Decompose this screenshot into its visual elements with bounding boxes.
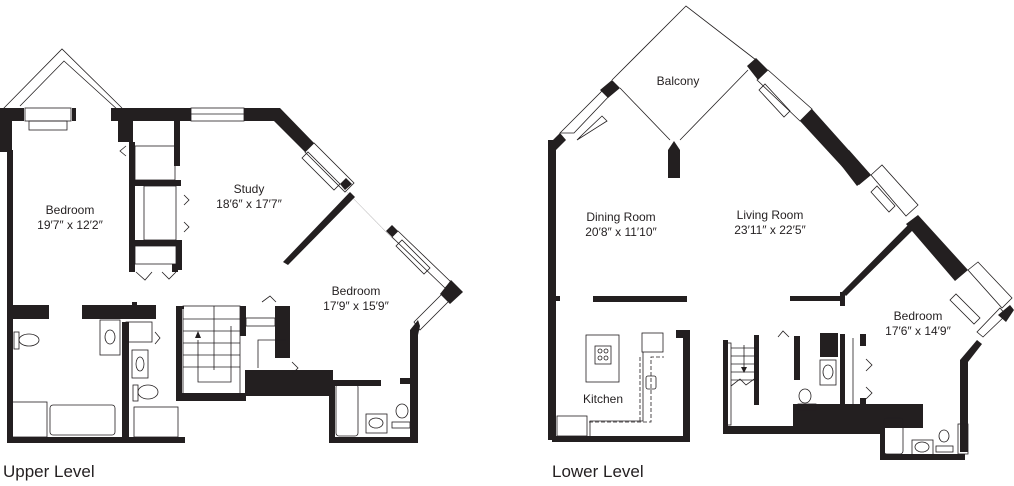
room-dims: 20′8″ x 11′10″ bbox=[585, 225, 657, 239]
upper-level-walls bbox=[0, 108, 463, 443]
room-dims: 17′9″ x 15′9″ bbox=[323, 299, 389, 313]
upper-level-caption: Upper Level bbox=[3, 462, 95, 481]
lower-stairs-treads bbox=[731, 347, 759, 381]
upper-bedroom-1-label: Bedroom 19′7″ x 12′2″ bbox=[37, 203, 103, 233]
dining-room-label: Dining Room 20′8″ x 11′10″ bbox=[585, 210, 657, 240]
room-name: Balcony bbox=[656, 74, 700, 88]
lower-level-walls bbox=[548, 58, 1014, 460]
room-dims: 18′6″ x 17′7″ bbox=[216, 197, 282, 211]
kitchen-label: Kitchen bbox=[583, 392, 623, 407]
balcony-label: Balcony bbox=[657, 74, 700, 89]
upper-bedroom-2-label: Bedroom 17′9″ x 15′9″ bbox=[323, 284, 389, 314]
room-name: Bedroom bbox=[45, 203, 95, 217]
room-dims: 19′7″ x 12′2″ bbox=[37, 218, 103, 232]
lower-level-caption: Lower Level bbox=[552, 462, 644, 481]
room-name: Dining Room bbox=[586, 210, 656, 224]
room-name: Living Room bbox=[736, 208, 804, 222]
room-name: Bedroom bbox=[331, 284, 381, 298]
room-dims: 23′11″ x 22′5″ bbox=[734, 223, 806, 237]
room-name: Bedroom bbox=[893, 309, 943, 323]
room-dims: 17′6″ x 14′9″ bbox=[885, 324, 951, 338]
lower-bedroom-label: Bedroom 17′6″ x 14′9″ bbox=[885, 309, 951, 339]
room-name: Study bbox=[233, 182, 265, 196]
upper-stairs-treads bbox=[183, 318, 240, 368]
room-name: Kitchen bbox=[582, 392, 624, 406]
study-label: Study 18′6″ x 17′7″ bbox=[216, 182, 282, 212]
living-room-label: Living Room 23′11″ x 22′5″ bbox=[734, 208, 806, 238]
